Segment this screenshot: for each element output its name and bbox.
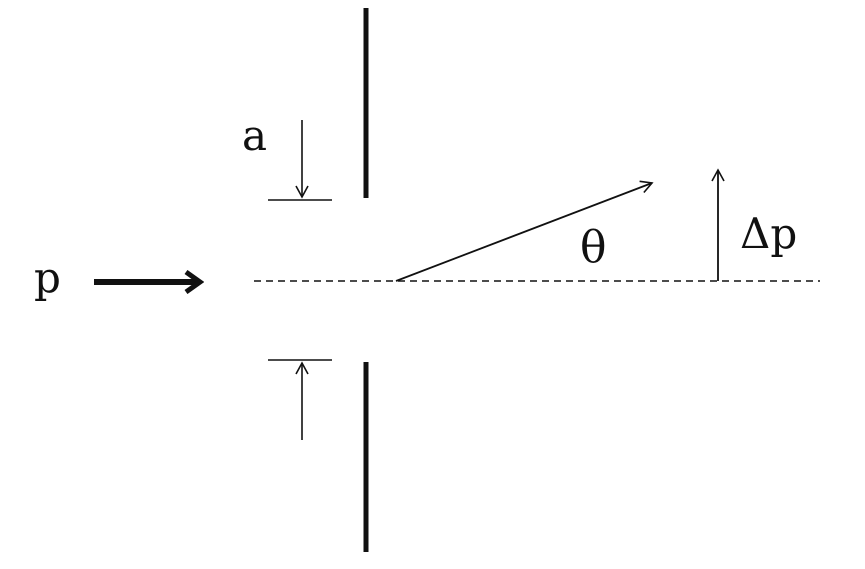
slit-width-label: a: [242, 111, 267, 160]
diffracted-ray-arrow: [395, 180, 654, 282]
incident-momentum-label: p: [34, 253, 61, 302]
diffraction-angle-label: θ: [580, 222, 607, 273]
momentum-change-label: Δp: [740, 209, 797, 258]
